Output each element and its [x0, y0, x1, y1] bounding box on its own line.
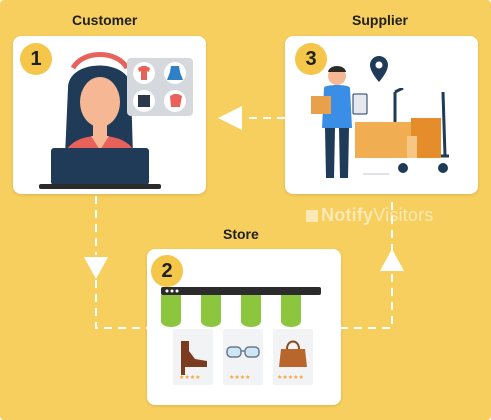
heel-shoe-icon: ★★★★: [173, 329, 213, 385]
supplier-card: 3: [285, 36, 478, 194]
arrow-head-left: [218, 106, 242, 130]
glasses-icon: ★★★★: [223, 329, 263, 385]
svg-text:★★★★★: ★★★★★: [277, 374, 304, 381]
store-card: 2 ★★★★: [147, 249, 341, 405]
arrow-head-down: [84, 257, 108, 279]
step-badge: 1: [20, 43, 52, 75]
customer-card: 1: [13, 36, 206, 194]
arrow-store-to-supplier-line: [340, 270, 393, 329]
handbag-icon: ★★★★★: [273, 329, 313, 385]
brand-name-bold: Notify: [321, 205, 374, 225]
brand-watermark: NotifyVisitors: [306, 205, 434, 226]
svg-text:★★★★: ★★★★: [229, 374, 251, 381]
supplier-label: Supplier: [352, 12, 409, 28]
svg-text:★★★★: ★★★★: [179, 374, 201, 381]
step-badge: 3: [295, 43, 327, 75]
storefront-awning-icon: [161, 287, 321, 327]
brand-logo-icon: [306, 210, 318, 222]
boxes-cart-icon: [355, 88, 449, 175]
supplier-person-icon: [311, 66, 368, 178]
customer-laptop-icon: [39, 52, 161, 189]
clothing-grid-icon: [127, 58, 193, 116]
step-badge: 2: [151, 255, 183, 287]
store-label: Store: [223, 226, 259, 242]
location-pin-icon: [370, 56, 388, 82]
customer-label: Customer: [72, 12, 138, 28]
arrow-customer-to-store-line-bottom: [95, 280, 148, 329]
brand-name-light: Visitors: [373, 205, 434, 225]
arrow-head-up: [380, 249, 404, 271]
